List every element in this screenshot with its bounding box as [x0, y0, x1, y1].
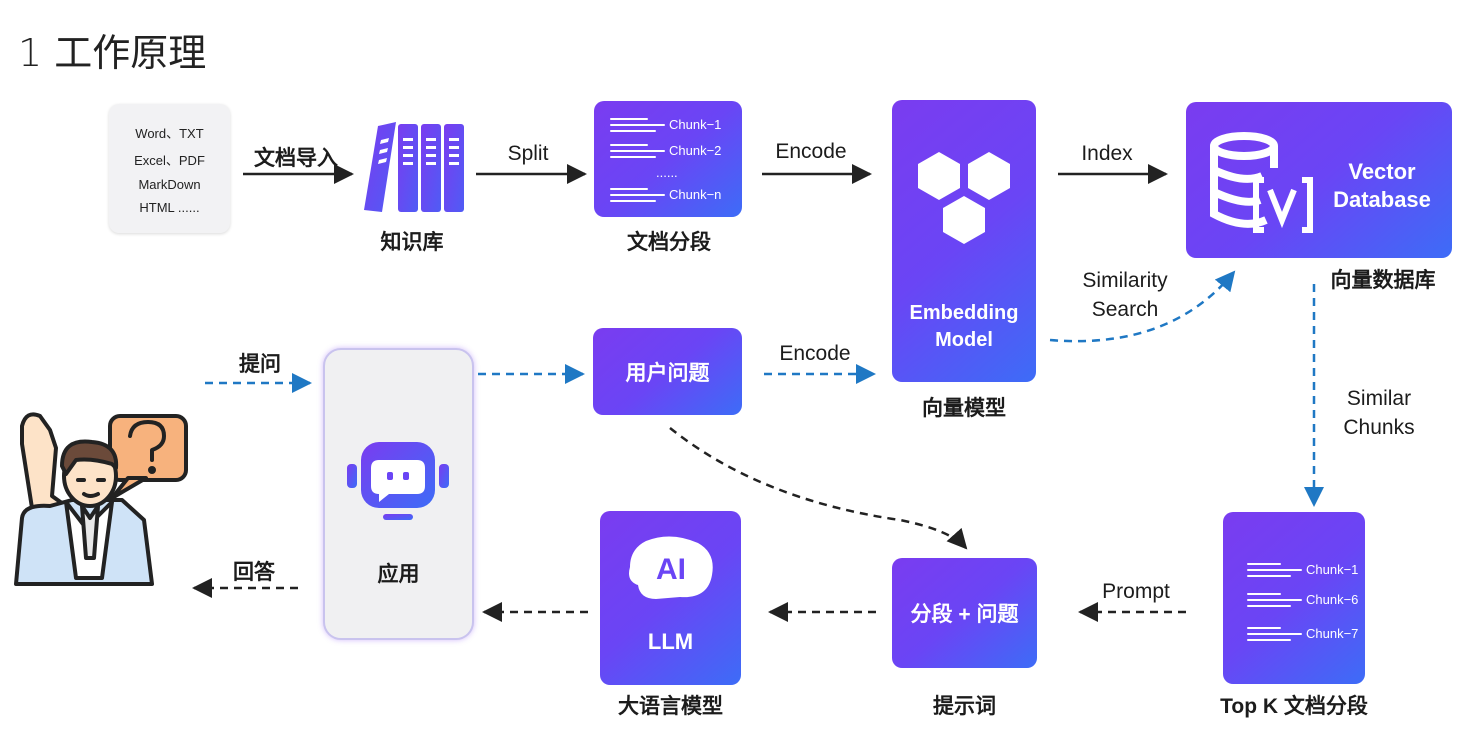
page-title: 1 工作原理	[18, 31, 207, 75]
source-item: HTML ......	[139, 199, 200, 215]
llm-box: AI LLM	[600, 511, 741, 685]
document-sources: Word、TXT Excel、PDF MarkDown HTML ......	[109, 104, 230, 233]
source-item: Word、TXT	[135, 125, 204, 141]
chunk-label: Chunk−1	[669, 117, 722, 132]
llm-title: LLM	[647, 629, 694, 654]
prompt-box-text: 分段 + 问题	[910, 603, 1019, 626]
edge-label-encode-top: Encode	[775, 140, 847, 163]
prompt-label: 提示词	[933, 695, 996, 718]
arrow-question-to-prompt	[669, 427, 968, 550]
user-question-box: 用户问题	[593, 328, 742, 415]
text-lines-icon	[610, 117, 665, 132]
source-item: MarkDown	[138, 176, 201, 192]
binders-icon	[364, 122, 464, 212]
embedding-model-title: Embedding Model	[909, 302, 1019, 351]
user-question-text: 用户问题	[625, 361, 710, 385]
vector-database-box: Vector Database	[1186, 102, 1452, 258]
text-lines-icon	[610, 187, 665, 202]
edge-label-encode-question: Encode	[779, 342, 851, 365]
edge-label-prompt: Prompt	[1102, 580, 1170, 603]
text-lines-icon	[1247, 562, 1302, 577]
prompt-box: 分段 + 问题	[892, 558, 1037, 668]
chunk-label: Chunk−1	[1306, 562, 1359, 577]
doc-split-box: Chunk−1 Chunk−2 ...... Chunk−n	[594, 101, 742, 217]
edge-label-split: Split	[507, 142, 549, 165]
chunk-label: Chunk−2	[669, 143, 722, 158]
edge-label-answer: 回答	[233, 561, 275, 584]
text-lines-icon	[1247, 626, 1302, 641]
chunk-ellipsis: ......	[656, 165, 678, 180]
app-label: 应用	[377, 563, 420, 586]
knowledge-base-label: 知识库	[380, 231, 444, 254]
topk-label: Top K 文档分段	[1220, 695, 1368, 718]
text-lines-icon	[1247, 592, 1302, 607]
hexagons-icon	[918, 152, 1010, 244]
edge-label-index: Index	[1081, 142, 1133, 165]
text-lines-icon	[610, 143, 665, 158]
doc-split-label: 文档分段	[627, 231, 711, 254]
vector-database-title: Vector Database	[1333, 159, 1431, 212]
edge-label-similarity-search: Similarity Search	[1082, 269, 1168, 321]
app-box: 应用	[323, 348, 474, 640]
edge-label-similar-chunks: Similar Chunks	[1343, 387, 1415, 439]
chunk-label: Chunk−n	[669, 187, 722, 202]
robot-icon	[347, 442, 449, 520]
database-icon	[1210, 132, 1313, 233]
chunk-label: Chunk−6	[1306, 592, 1359, 607]
topk-box: Chunk−1 Chunk−6 Chunk−7	[1223, 512, 1365, 684]
llm-label: 大语言模型	[618, 695, 723, 718]
edge-label-import: 文档导入	[254, 147, 338, 170]
user-person-icon	[14, 412, 188, 586]
vector-model-label: 向量模型	[922, 397, 1006, 420]
chunk-label: Chunk−7	[1306, 626, 1359, 641]
embedding-model-box: Embedding Model	[892, 100, 1036, 382]
ai-brain-icon: AI	[629, 536, 713, 599]
edge-label-ask: 提问	[239, 353, 281, 376]
source-item: Excel、PDF	[134, 152, 205, 168]
llm-badge-text: AI	[656, 553, 686, 586]
vector-db-label: 向量数据库	[1330, 269, 1436, 292]
arrow-similarity-search	[1049, 270, 1236, 343]
